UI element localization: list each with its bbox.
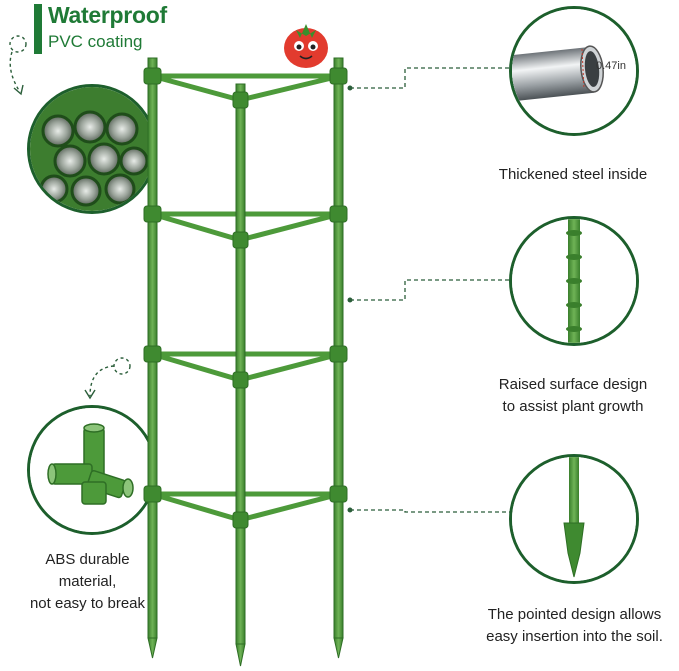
connector-caption-line2: material, xyxy=(58,573,117,590)
pvc-pipes-detail-circle xyxy=(27,84,157,214)
pointed-design-caption: The pointed design allows easy insertion… xyxy=(470,604,679,648)
curved-arrow-icon xyxy=(9,35,27,96)
abs-connector-icon xyxy=(30,408,154,532)
raised-surface-detail-circle xyxy=(509,216,639,346)
raised-surface-caption: Raised surface design to assist plant gr… xyxy=(478,374,668,418)
connector-caption-line3: not easy to break xyxy=(29,595,146,612)
steel-caption: Thickened steel inside xyxy=(498,166,648,183)
header-accent-bar xyxy=(34,4,42,54)
steel-dimension-label: 0.47in xyxy=(596,60,626,72)
steel-tube-detail-circle xyxy=(509,6,639,136)
pointed-design-caption-line2: easy insertion into the soil. xyxy=(486,628,663,645)
pointed-stake-detail-circle xyxy=(509,454,639,584)
raised-surface-caption-line1: Raised surface design xyxy=(498,376,648,393)
connector-caption: ABS durable material, not easy to break xyxy=(0,549,175,615)
raised-stake-icon xyxy=(512,219,636,343)
raised-surface-caption-line2: to assist plant growth xyxy=(502,398,644,415)
connector-caption-line1: ABS durable xyxy=(45,551,130,568)
header-title: Waterproof xyxy=(48,2,167,28)
abs-connector-detail-circle xyxy=(27,405,157,535)
steel-tube-icon xyxy=(512,9,636,133)
pointed-design-caption-line1: The pointed design allows xyxy=(487,606,662,623)
pointed-stake-icon xyxy=(512,457,636,581)
curved-arrow-icon xyxy=(84,357,131,400)
pvc-pipes-icon xyxy=(30,87,154,211)
header-subtitle: PVC coating xyxy=(48,32,143,51)
callout-lines xyxy=(347,67,510,513)
plant-cage-trellis xyxy=(143,24,348,667)
tomato-mascot-icon xyxy=(284,24,328,68)
